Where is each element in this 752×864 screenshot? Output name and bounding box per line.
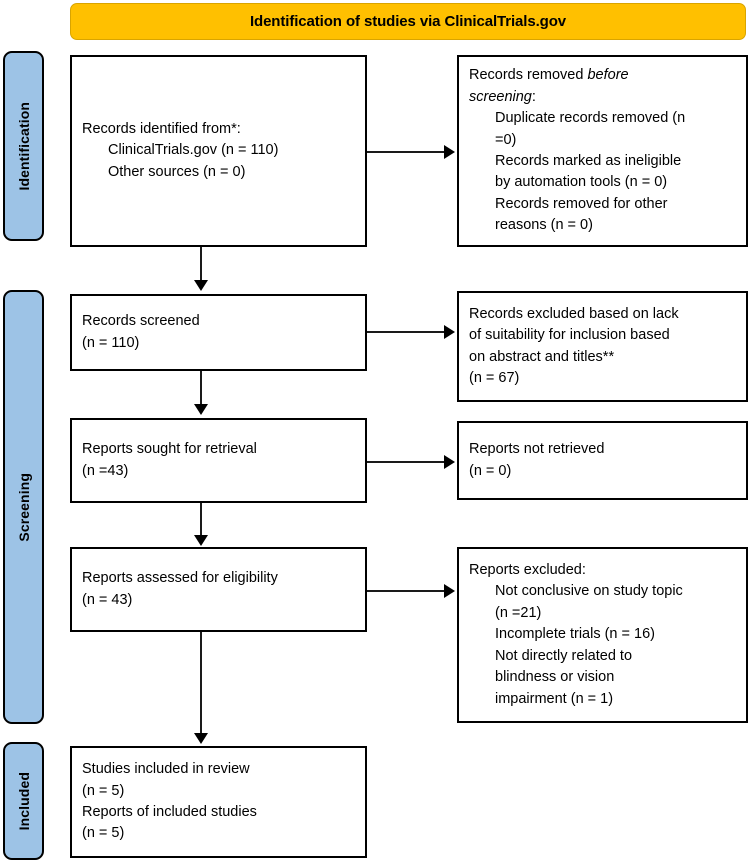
box-line: Records screened xyxy=(82,313,200,330)
stage-bar-identification: Identification xyxy=(3,51,44,241)
arrow-head-down xyxy=(194,280,208,291)
box-line: Records marked as ineligible xyxy=(495,153,682,169)
box-line: (n =43) xyxy=(82,462,129,479)
box-line: by automation tools (n = 0) xyxy=(495,174,668,191)
connector-horizontal xyxy=(367,151,446,153)
connector-vertical xyxy=(200,371,202,408)
box-line: Not directly related to xyxy=(495,647,633,664)
arrow-head-right xyxy=(444,455,455,469)
connector-horizontal xyxy=(367,590,446,592)
box-reports-sought-for-retrieval: Reports sought for retrieval (n =43) xyxy=(70,418,367,503)
box-reports-excluded: Reports excluded: Not conclusive on stud… xyxy=(457,547,748,723)
arrow-head-right xyxy=(444,325,455,339)
box-line: Duplicate records removed (n xyxy=(495,110,686,127)
box-line: of suitability for inclusion based xyxy=(469,327,670,344)
arrow-head-down xyxy=(194,535,208,546)
box-line: Reports not retrieved xyxy=(469,441,605,458)
connector-vertical xyxy=(200,247,202,285)
arrow-head-right xyxy=(444,145,455,159)
box-line: reasons (n = 0) xyxy=(495,217,593,234)
stage-bar-screening: Screening xyxy=(3,290,44,724)
arrow-head-right xyxy=(444,584,455,598)
connector-vertical xyxy=(200,503,202,539)
box-reports-not-retrieved: Reports not retrieved (n = 0) xyxy=(457,421,748,500)
stage-label-identification: Identification xyxy=(15,101,32,191)
box-line: Records identified from*: xyxy=(82,120,241,137)
box-line: on abstract and titles** xyxy=(469,348,615,365)
box-records-screened: Records screened (n = 110) xyxy=(70,294,367,371)
box-line: (n = 67) xyxy=(469,369,520,386)
box-line: =0) xyxy=(495,131,517,148)
box-line-emphasis: screening xyxy=(469,88,532,105)
box-line: (n = 5) xyxy=(82,782,125,799)
box-line-text: : xyxy=(531,88,536,105)
box-line: Studies included in review xyxy=(82,761,250,778)
box-records-excluded: Records excluded based on lack of suitab… xyxy=(457,291,748,402)
box-line: (n = 110) xyxy=(82,334,140,351)
box-line: (n = 43) xyxy=(82,591,133,608)
connector-horizontal xyxy=(367,461,446,463)
connector-vertical xyxy=(200,632,202,737)
box-line: Reports sought for retrieval xyxy=(82,441,257,458)
box-line: impairment (n = 1) xyxy=(495,690,614,707)
connector-horizontal xyxy=(367,331,446,333)
box-line: Not conclusive on study topic xyxy=(495,583,683,600)
box-line-text: Records removed xyxy=(469,67,588,84)
box-line: Records removed before xyxy=(469,65,736,86)
box-line: (n = 0) xyxy=(469,462,512,479)
box-line-emphasis: before xyxy=(587,67,629,84)
box-line: blindness or vision xyxy=(495,669,615,686)
box-line: Reports assessed for eligibility xyxy=(82,570,278,587)
box-line: Reports excluded: xyxy=(469,561,586,578)
arrow-head-down xyxy=(194,404,208,415)
box-studies-included-in-review: Studies included in review (n = 5) Repor… xyxy=(70,746,367,858)
box-line: Records excluded based on lack xyxy=(469,305,679,322)
box-line: (n = 5) xyxy=(82,825,125,842)
box-line: Records removed for other xyxy=(495,195,668,212)
stage-bar-included: Included xyxy=(3,742,44,860)
box-records-removed-before-screening: Records removed before screening: Duplic… xyxy=(457,55,748,247)
box-line: Incomplete trials (n = 16) xyxy=(495,626,655,643)
arrow-head-down xyxy=(194,733,208,744)
stage-label-included: Included xyxy=(15,771,32,831)
box-line: Other sources (n = 0) xyxy=(108,163,246,180)
box-line: screening: xyxy=(469,87,736,108)
box-line: Reports of included studies xyxy=(82,804,257,820)
box-records-identified: Records identified from*: ClinicalTrials… xyxy=(70,55,367,247)
box-line: ClinicalTrials.gov (n = 110) xyxy=(108,142,279,159)
banner-title: Identification of studies via ClinicalTr… xyxy=(249,13,567,30)
stage-label-screening: Screening xyxy=(15,472,32,542)
box-line: (n =21) xyxy=(495,604,542,621)
diagram-banner: Identification of studies via ClinicalTr… xyxy=(70,3,746,40)
box-reports-assessed-for-eligibility: Reports assessed for eligibility (n = 43… xyxy=(70,547,367,632)
